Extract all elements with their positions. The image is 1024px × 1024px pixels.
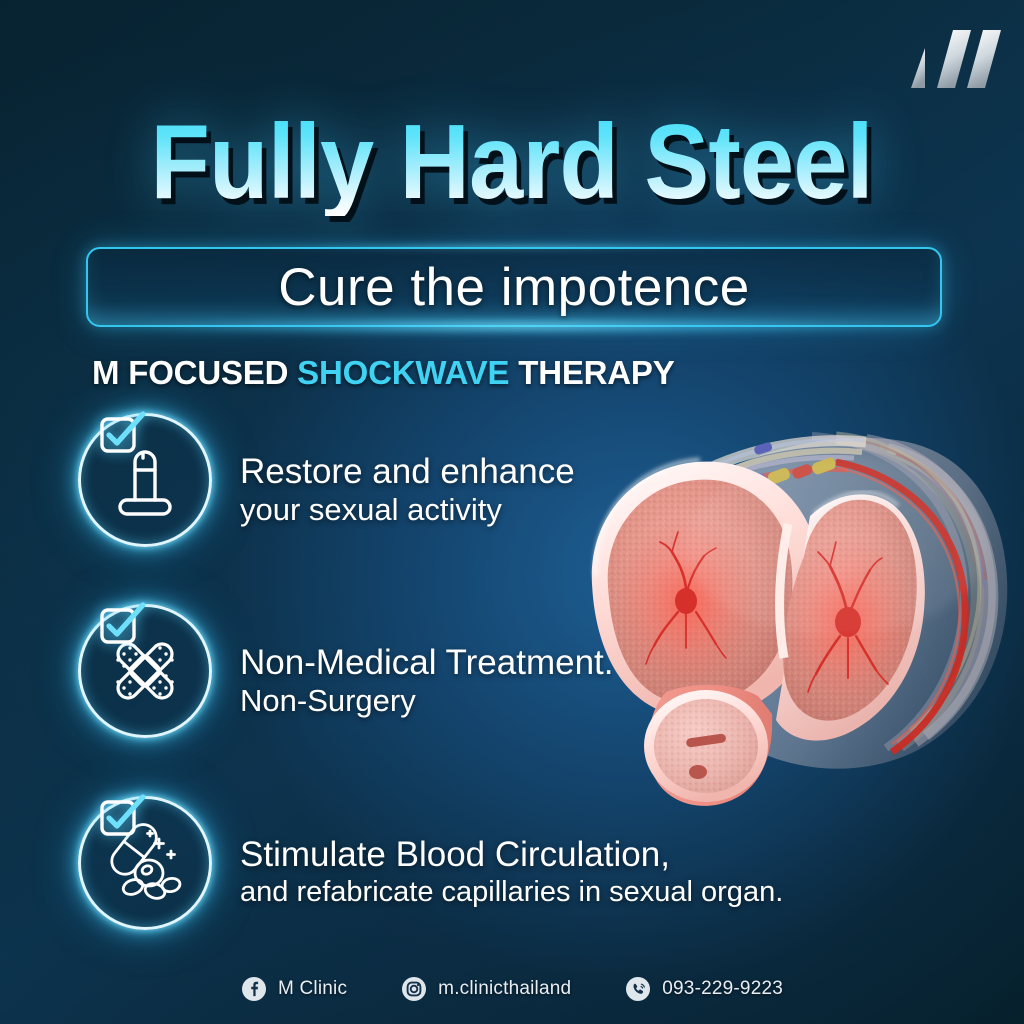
m-logo-icon — [901, 26, 1005, 92]
feature-line-2: and refabricate capillaries in sexual or… — [240, 876, 784, 909]
pill-capsule-icon — [97, 815, 193, 911]
contact-phone[interactable]: 093-229-9223 — [625, 976, 783, 1002]
facebook-icon — [241, 976, 267, 1002]
kicker-line: M FOCUSED SHOCKWAVE THERAPY — [92, 354, 675, 392]
feature-line-1: Restore and enhance — [240, 452, 575, 491]
subtitle-box: Cure the impotence — [86, 247, 942, 327]
contact-facebook[interactable]: M Clinic — [241, 976, 347, 1002]
contact-label: m.clinicthailand — [438, 978, 572, 999]
contact-label: M Clinic — [278, 978, 348, 999]
penis-cross-section-anatomy — [536, 396, 1024, 826]
crossed-bandages-icon — [97, 623, 193, 719]
contact-instagram[interactable]: m.clinicthailand — [401, 976, 571, 1002]
feature-line-1: Stimulate Blood Circulation, — [240, 835, 670, 874]
kicker-after: THERAPY — [509, 354, 675, 391]
check-box-icon — [96, 600, 148, 652]
penis-anatomy-icon — [97, 432, 193, 528]
feature-line-2: Non-Surgery — [240, 683, 416, 719]
kicker-highlight: SHOCKWAVE — [297, 354, 510, 391]
page-title: Fully Hard Steel — [150, 103, 874, 221]
page-title-wrap: Fully Hard Steel — [0, 108, 1024, 216]
feature-line-2: your sexual activity — [240, 492, 502, 528]
contact-label: 093-229-9223 — [662, 978, 783, 999]
subtitle-text: Cure the impotence — [278, 257, 750, 317]
footer-contact-bar: M Clinic m.clinicthailand — [0, 976, 1024, 1002]
phone-icon — [625, 976, 651, 1002]
feature-line-1: Non-Medical Treatment. — [240, 643, 614, 682]
check-box-icon — [96, 792, 148, 844]
kicker-before: M FOCUSED — [92, 354, 298, 391]
instagram-icon — [401, 976, 427, 1002]
check-box-icon — [96, 409, 148, 461]
feature-text: Restore and enhance your sexual activity — [240, 451, 575, 529]
feature-text: Stimulate Blood Circulation, and refabri… — [240, 834, 783, 910]
feature-text: Non-Medical Treatment. Non-Surgery — [240, 642, 613, 720]
